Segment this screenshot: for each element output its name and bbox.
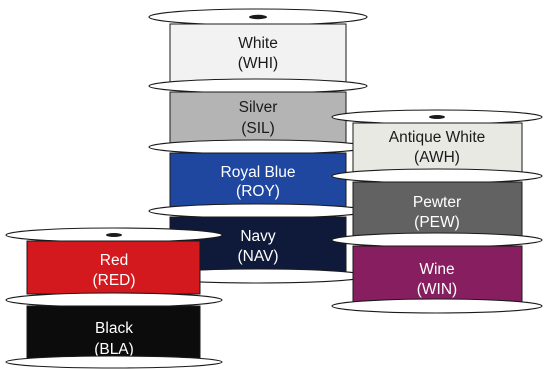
spool-wine-band <box>352 245 523 305</box>
spool-royal-blue: Royal Blue (ROY) <box>148 152 368 219</box>
spool-antique-white-bottom-flange <box>331 168 543 184</box>
spool-antique-white: Antique White (AWH) <box>331 109 543 184</box>
spool-red-code: (RED) <box>92 272 135 289</box>
spool-red-band <box>26 240 201 295</box>
spool-black: Black (BLA) <box>5 305 223 369</box>
spool-white-code: (WHI) <box>238 55 278 72</box>
spool-black-name: Black <box>95 320 133 337</box>
spool-silver-name: Silver <box>239 99 278 116</box>
spool-white-bottom-flange <box>148 78 368 94</box>
spool-royal-blue-band <box>169 152 347 208</box>
spool-royal-blue-name: Royal Blue <box>221 164 296 181</box>
spool-white-band <box>169 23 347 87</box>
spool-black-code: (BLA) <box>94 341 134 358</box>
spool-black-bottom-flange <box>5 355 223 369</box>
spool-white: White (WHI) <box>148 8 368 94</box>
spool-red-hub-icon <box>106 233 122 237</box>
spool-silver-code: (SIL) <box>241 120 275 137</box>
spool-silver-bottom-flange <box>148 139 368 155</box>
spool-navy-name: Navy <box>240 228 276 245</box>
spool-antique-white-hub-icon <box>429 115 445 119</box>
spool-wine-code: (WIN) <box>417 281 457 298</box>
spool-wine-name: Wine <box>419 261 454 278</box>
spool-pewter: Pewter (PEW) <box>331 181 543 248</box>
spool-antique-white-name: Antique White <box>389 129 486 146</box>
spool-red: Red (RED) <box>5 227 223 308</box>
spool-antique-white-code: (AWH) <box>414 149 460 166</box>
spool-red-bottom-flange <box>5 292 223 308</box>
spool-wine: Wine (WIN) <box>331 245 543 314</box>
spool-pewter-band <box>352 181 523 239</box>
spool-royal-blue-code: (ROY) <box>236 183 280 200</box>
spool-black-band <box>26 305 201 360</box>
spool-silver-band <box>169 91 347 147</box>
spool-silver: Silver (SIL) <box>148 91 368 155</box>
spool-antique-white-band <box>352 122 523 176</box>
spool-pewter-name: Pewter <box>413 194 461 211</box>
spool-navy-code: (NAV) <box>237 248 278 265</box>
spool-white-name: White <box>238 35 278 52</box>
spool-pewter-bottom-flange <box>331 232 543 248</box>
spool-pewter-code: (PEW) <box>414 214 460 231</box>
spool-red-name: Red <box>100 252 128 269</box>
spool-wine-bottom-flange <box>331 298 543 314</box>
spool-royal-blue-bottom-flange <box>148 203 368 219</box>
spool-white-hub-icon <box>249 14 267 20</box>
